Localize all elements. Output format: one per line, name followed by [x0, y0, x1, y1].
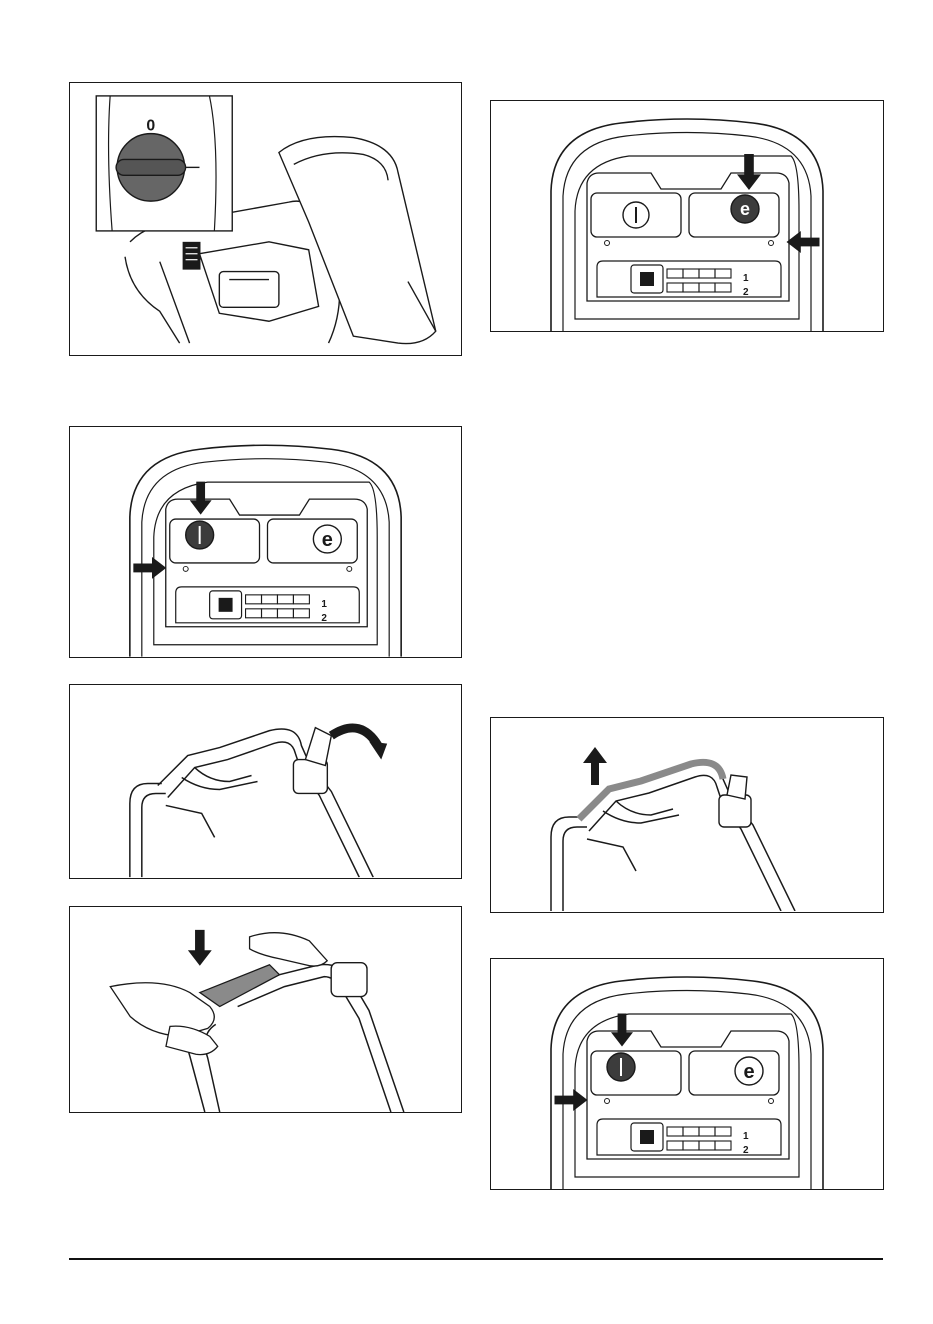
arrow-up-icon	[583, 747, 607, 785]
fig-panel-power-1: e 1 2	[69, 426, 462, 658]
handle-release-illustration	[491, 718, 883, 912]
control-panel-illustration: e 1 2	[491, 959, 883, 1189]
eco-icon: e	[743, 1061, 754, 1083]
indicator-row-2-label: 2	[743, 1145, 749, 1156]
handle-lever-illustration	[70, 685, 461, 878]
fig-handle-lever	[69, 684, 462, 879]
arrow-right-icon	[133, 557, 166, 579]
control-panel-illustration: e 1 2	[70, 427, 461, 657]
fig-handle-release	[490, 717, 884, 913]
key-position-label: 0	[146, 118, 155, 135]
fig-panel-power-2: e 1 2	[490, 958, 884, 1190]
indicator-row-2-label: 2	[743, 287, 749, 298]
eco-icon: e	[322, 529, 333, 551]
key-compartment-illustration: 0	[70, 83, 461, 355]
fig-handle-press	[69, 906, 462, 1113]
arrow-down-icon	[190, 482, 212, 515]
control-panel-illustration: e 1 2	[491, 101, 883, 331]
fig-panel-eco: e 1 2	[490, 100, 884, 332]
arrow-down-icon	[611, 1014, 633, 1047]
arrow-down-icon	[737, 154, 761, 190]
footer-rule	[69, 1258, 883, 1260]
eco-icon: e	[740, 199, 750, 219]
handle-press-illustration	[70, 907, 461, 1112]
indicator-row-1-label: 1	[321, 599, 327, 610]
indicator-row-1-label: 1	[743, 1131, 749, 1142]
arrow-right-icon	[555, 1089, 588, 1111]
indicator-row-1-label: 1	[743, 273, 749, 284]
arrow-left-icon	[787, 231, 820, 253]
arrow-down-icon	[188, 930, 212, 966]
rotate-arrow-icon	[369, 742, 387, 760]
indicator-row-2-label: 2	[321, 613, 327, 624]
fig-key-compartment: 0	[69, 82, 462, 356]
